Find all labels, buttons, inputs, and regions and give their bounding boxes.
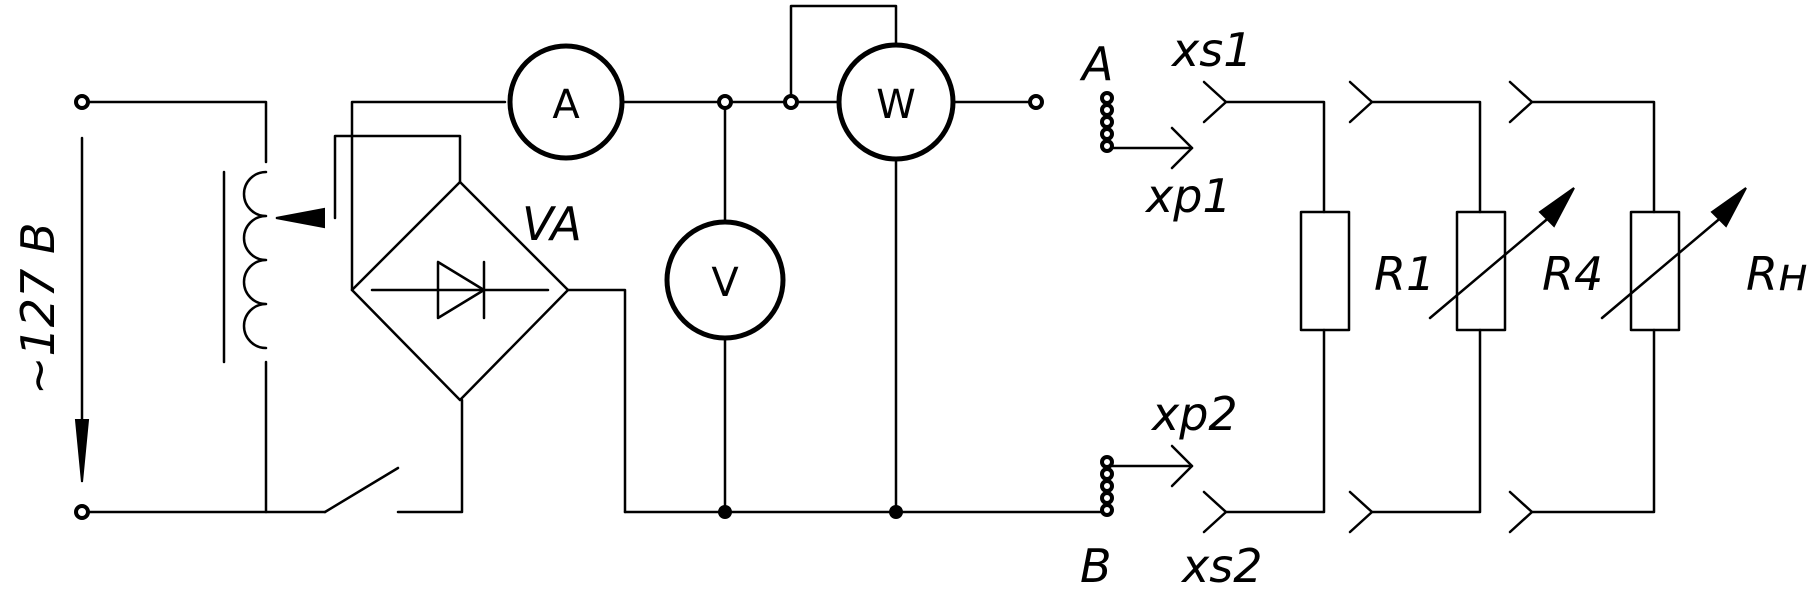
socket-label-top: xs1 bbox=[1170, 23, 1252, 77]
rectifier-bridge bbox=[350, 100, 627, 514]
resistor-label-fixed: R1 bbox=[1374, 247, 1435, 301]
supply-arrow bbox=[74, 136, 90, 483]
socket-label-bottom: xs2 bbox=[1180, 539, 1262, 593]
diode-icon bbox=[436, 260, 486, 320]
terminal-label-bottom: B bbox=[1080, 539, 1112, 593]
voltmeter-label: V bbox=[711, 260, 739, 306]
supply-label: ~127 B bbox=[11, 222, 65, 395]
supply-terminal-top bbox=[74, 94, 90, 110]
wattmeter-label: W bbox=[876, 82, 916, 128]
plug-label-top: xp1 bbox=[1144, 169, 1232, 223]
top-rail bbox=[620, 4, 898, 110]
ammeter-label: A bbox=[552, 82, 580, 128]
transformer-winding bbox=[242, 170, 268, 350]
terminal-block-top bbox=[1100, 91, 1194, 170]
terminal-block-bottom bbox=[1100, 444, 1194, 517]
supply-terminal-bottom bbox=[74, 504, 90, 520]
wattmeter-wires bbox=[894, 94, 1044, 514]
transformer-wiper bbox=[333, 134, 462, 220]
bottom-rail bbox=[623, 505, 1104, 519]
plug-label-bottom: xp2 bbox=[1150, 387, 1238, 441]
adjust-arrow-icon bbox=[1538, 187, 1575, 228]
load-branch-1 bbox=[1202, 80, 1351, 534]
resistor-label-variable: R4 bbox=[1542, 247, 1603, 301]
load-branch-2 bbox=[1348, 80, 1575, 534]
resistor-load bbox=[1629, 210, 1681, 332]
terminal-label-top: A bbox=[1079, 37, 1113, 91]
resistor-label-load: Rн bbox=[1746, 247, 1808, 301]
adjust-arrow-icon-2 bbox=[1710, 187, 1747, 228]
rectifier-label: VA bbox=[522, 197, 582, 251]
resistor-variable bbox=[1455, 210, 1507, 332]
autotransformer bbox=[222, 134, 462, 364]
supply-wires bbox=[86, 100, 464, 514]
voltmeter bbox=[664, 219, 786, 341]
resistor-fixed bbox=[1299, 210, 1351, 332]
wiper-arrow-icon bbox=[275, 207, 325, 229]
load-branch-3 bbox=[1508, 80, 1747, 534]
